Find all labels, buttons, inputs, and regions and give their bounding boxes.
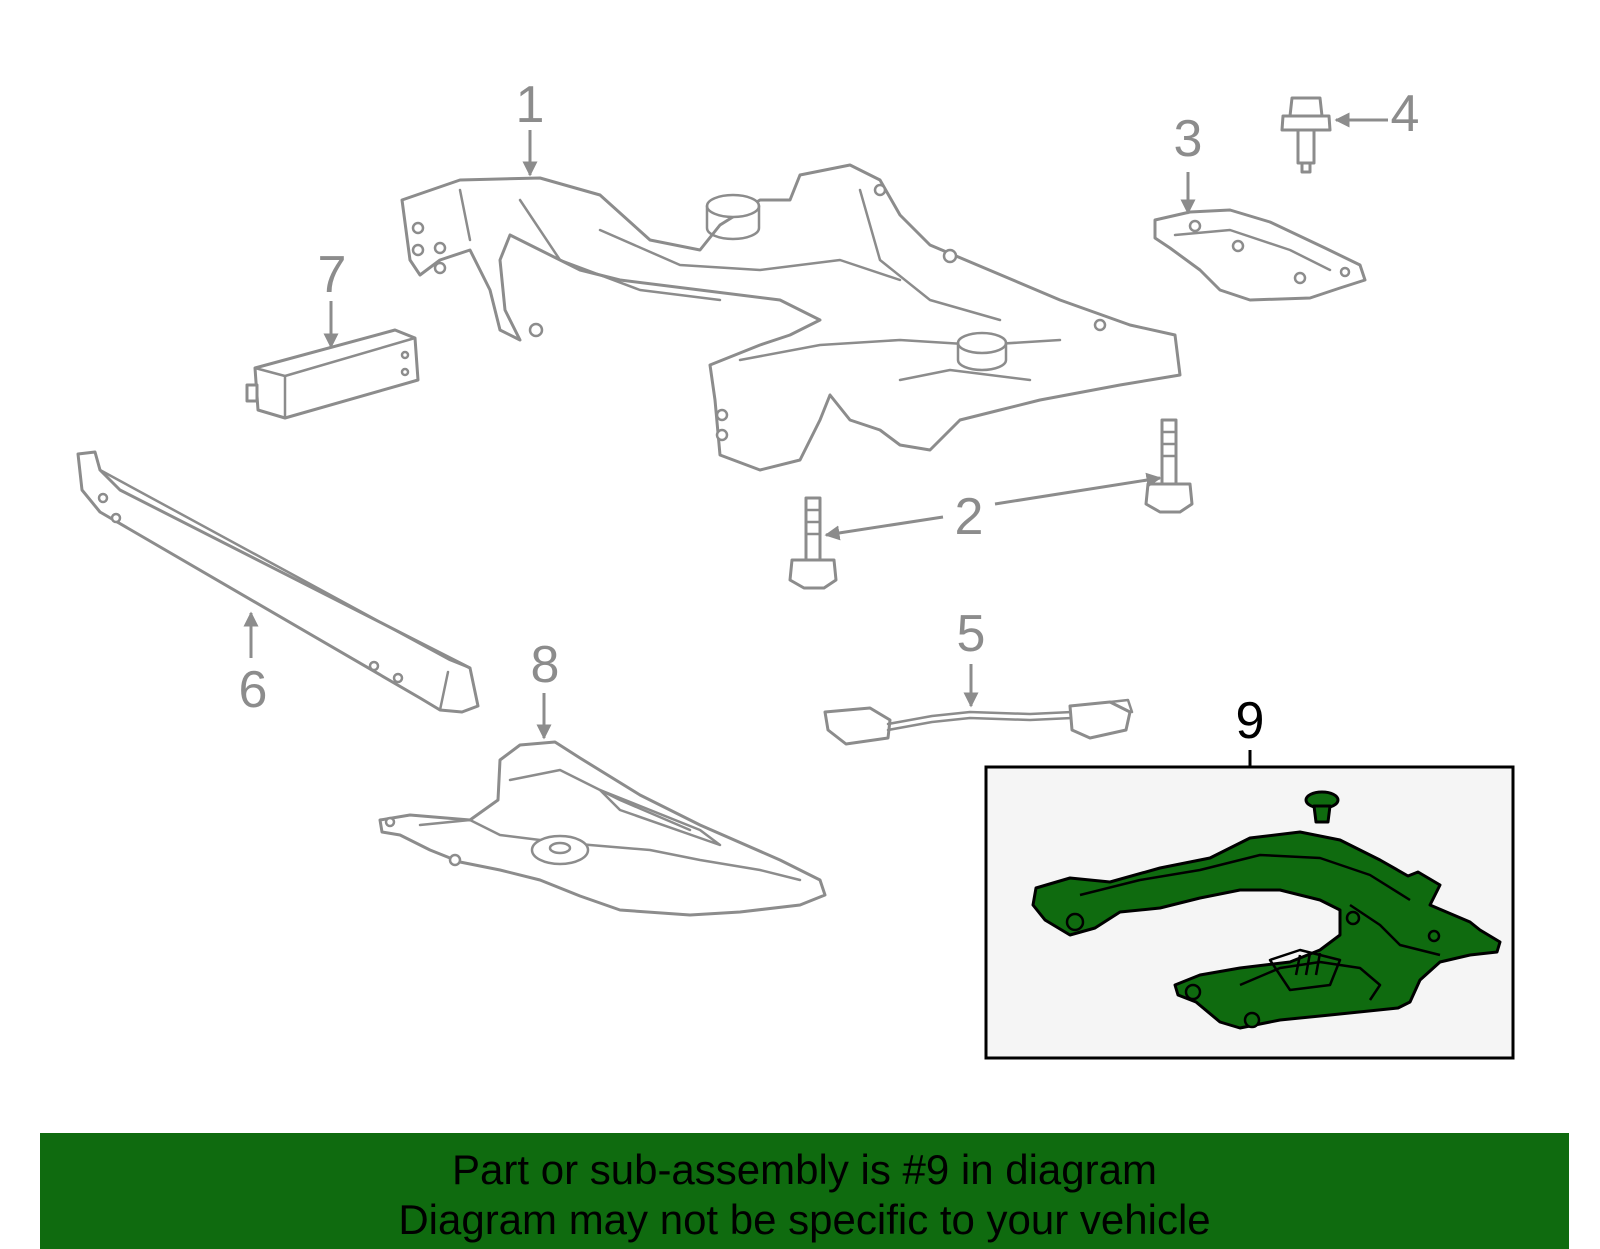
callout-4: 4 — [1391, 85, 1420, 143]
callout-6: 6 — [239, 661, 268, 719]
banner-line-2: Diagram may not be specific to your vehi… — [398, 1196, 1211, 1243]
part-1-crossmember[interactable] — [400, 163, 1182, 472]
part-7-stay[interactable] — [245, 328, 420, 420]
part-6-bar[interactable] — [76, 450, 480, 714]
leader-lines — [243, 112, 1388, 768]
part-9-clip[interactable] — [1304, 790, 1340, 824]
callout-7: 7 — [318, 246, 347, 304]
callout-1: 1 — [516, 76, 545, 134]
callout-9: 9 — [1236, 692, 1265, 750]
part-5-wire[interactable] — [823, 698, 1134, 746]
part-2-bolt-left[interactable] — [788, 496, 838, 590]
part-8-under-cover[interactable] — [378, 740, 827, 917]
part-3-bracket[interactable] — [1153, 208, 1367, 302]
part-9-lower-cover[interactable] — [1031, 830, 1502, 1030]
callout-5: 5 — [957, 605, 986, 663]
callout-2: 2 — [955, 488, 984, 546]
callout-8: 8 — [531, 636, 560, 694]
part-2-bolt-right[interactable] — [1144, 418, 1194, 514]
banner-line-1: Part or sub-assembly is #9 in diagram — [452, 1146, 1157, 1193]
info-banner: Part or sub-assembly is #9 in diagram Di… — [40, 1133, 1569, 1249]
callout-3: 3 — [1174, 110, 1203, 168]
part-4-bolt[interactable] — [1280, 96, 1332, 174]
